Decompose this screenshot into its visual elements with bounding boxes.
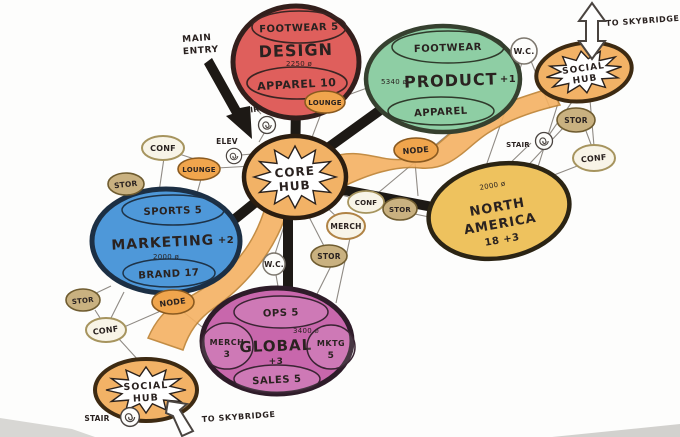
photo-edge-bottom-right xyxy=(552,424,680,437)
core-hub-label-2: HUB xyxy=(278,178,311,194)
product-sub-bottom: APPAREL xyxy=(414,106,468,120)
social-hub-bl-label-1: SOCIAL xyxy=(123,380,168,393)
svg-text:CONF: CONF xyxy=(150,144,176,153)
main-entry-label-1: MAIN xyxy=(182,33,212,45)
room-stor-bottom-left: STOR xyxy=(65,288,101,312)
svg-text:CONF: CONF xyxy=(355,199,378,207)
main-entry-arrow-icon xyxy=(204,58,252,139)
svg-text:STOR: STOR xyxy=(317,252,340,261)
stair-bottom-spiral-icon xyxy=(119,406,141,428)
svg-text:STOR: STOR xyxy=(389,206,411,214)
amenity-rooms: CONF LOUNGE STOR STAIR ELEV LOUNGE NODE … xyxy=(65,37,616,428)
global-sub-left-name: MERCH xyxy=(210,338,245,347)
social-hub-bl-label-2: HUB xyxy=(133,392,159,404)
room-conf-mid: CONF xyxy=(347,190,385,214)
dept-global: OPS 5 MERCH 3 3400 ø GLOBAL +3 MKTG 5 SA… xyxy=(199,285,356,397)
room-conf-left: CONF xyxy=(141,135,185,161)
svg-text:STOR: STOR xyxy=(564,116,587,125)
skybridge-bottom-label: TO SKYBRIDGE xyxy=(202,410,276,424)
main-entry: MAIN ENTRY xyxy=(182,33,252,139)
svg-text:STAIR: STAIR xyxy=(84,414,109,423)
dept-design: FOOTWEAR 5 DESIGN 2250 ø APPAREL 10 xyxy=(230,3,362,121)
room-node-right: NODE xyxy=(393,137,439,163)
room-merch-mid: MERCH xyxy=(326,212,366,240)
global-name: GLOBAL xyxy=(239,336,312,357)
svg-text:W.C.: W.C. xyxy=(264,260,284,269)
design-sub-bottom: APPAREL 10 xyxy=(257,76,337,93)
photo-edge-bottom-left xyxy=(0,418,95,437)
room-wc-top: W.C. xyxy=(510,37,538,65)
svg-text:NODE: NODE xyxy=(402,145,429,156)
global-sub-bottom: SALES 5 xyxy=(252,374,302,388)
room-wc-mid: W.C. xyxy=(262,252,286,276)
skybridge-top-label: TO SKYBRIDGE xyxy=(606,14,680,28)
room-elev: ELEV xyxy=(216,137,243,165)
svg-text:CONF: CONF xyxy=(92,324,119,336)
room-stor-mid-upper: STOR xyxy=(382,197,418,221)
global-area: 3400 ø xyxy=(293,327,320,335)
room-lounge-top: LOUNGE xyxy=(304,90,346,114)
room-stor-right: STOR xyxy=(556,107,596,133)
room-stair-right: STAIR xyxy=(506,131,554,151)
room-stair-bottom: STAIR xyxy=(84,406,141,428)
design-area: 2250 ø xyxy=(286,60,313,68)
room-lounge-left: LOUNGE xyxy=(177,157,221,181)
core-hub-label-1: CORE xyxy=(274,164,315,181)
svg-text:LOUNGE: LOUNGE xyxy=(308,99,341,107)
svg-text:LOUNGE: LOUNGE xyxy=(182,166,215,174)
room-conf-right: CONF xyxy=(572,144,616,172)
svg-text:CONF: CONF xyxy=(581,153,607,165)
marketing-delta: +2 xyxy=(218,235,234,246)
core-hub: CORE HUB xyxy=(244,136,346,218)
room-stor-mid-lower: STOR xyxy=(310,244,348,268)
global-sub-top: OPS 5 xyxy=(263,307,299,319)
dept-marketing: SPORTS 5 MARKETING +2 2000 ø BRAND 17 xyxy=(89,186,243,296)
dept-product: FOOTWEAR 5340 ø PRODUCT +1 APPAREL xyxy=(363,23,523,135)
elev-spiral-icon xyxy=(225,147,243,165)
global-sub-right-count: 5 xyxy=(328,351,335,361)
skybridge-top: TO SKYBRIDGE xyxy=(577,1,680,61)
room-conf-bottom-left: CONF xyxy=(85,317,127,343)
global-sub-right-name: MKTG xyxy=(317,339,345,348)
room-stor-left: STOR xyxy=(107,172,145,196)
skybridge-bottom: TO SKYBRIDGE xyxy=(164,399,276,437)
marketing-name: MARKETING xyxy=(111,232,215,253)
skybridge-top-arrow-icon xyxy=(577,1,607,61)
design-name: DESIGN xyxy=(258,40,333,62)
svg-text:NODE: NODE xyxy=(159,296,186,309)
design-sub-top: FOOTWEAR 5 xyxy=(259,22,339,36)
product-delta: +1 xyxy=(500,74,516,85)
marketing-area: 2000 ø xyxy=(153,253,180,261)
svg-text:MERCH: MERCH xyxy=(330,222,361,231)
svg-text:W.C.: W.C. xyxy=(514,47,535,56)
svg-text:STOR: STOR xyxy=(71,296,94,306)
svg-text:STOR: STOR xyxy=(114,179,138,190)
svg-text:ELEV: ELEV xyxy=(216,137,238,146)
svg-text:STAIR: STAIR xyxy=(506,141,530,149)
stair-right-spiral-icon xyxy=(534,131,554,151)
marketing-sub-top: SPORTS 5 xyxy=(143,205,202,218)
product-area: 5340 ø xyxy=(381,78,408,86)
stair-top-spiral-icon xyxy=(257,115,277,135)
global-delta: +3 xyxy=(269,357,284,367)
marketing-sub-bottom: BRAND 17 xyxy=(138,267,200,281)
dept-north-america: 2000 ø NORTH AMERICA 18 +3 xyxy=(426,160,572,262)
product-name: PRODUCT xyxy=(404,69,498,91)
main-entry-label-2: ENTRY xyxy=(183,45,219,57)
room-node-bottom-left: NODE xyxy=(151,289,195,315)
social-hub-tr-label-2: HUB xyxy=(572,73,598,86)
product-sub-top: FOOTWEAR xyxy=(414,42,482,55)
skybridge-bottom-arrow-icon xyxy=(164,399,195,437)
global-sub-left-count: 3 xyxy=(224,350,231,360)
